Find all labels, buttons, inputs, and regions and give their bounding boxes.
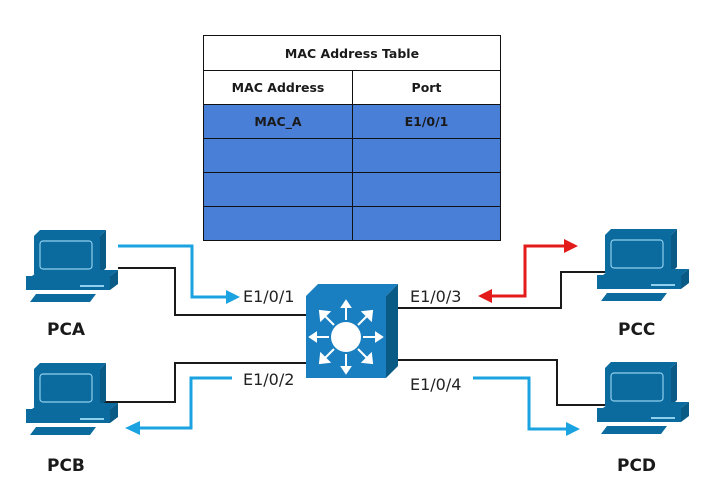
cell-mac [203, 206, 353, 241]
port-label-e1-0-1: E1/0/1 [243, 287, 295, 306]
cell-mac [203, 172, 353, 207]
host-label-pca: PCA [47, 320, 86, 340]
table-row [203, 138, 501, 173]
flow-arrow-pcd-out [473, 376, 580, 436]
pc-icon-pcc[interactable] [596, 228, 690, 302]
layer3-switch-icon[interactable] [306, 284, 398, 378]
host-label-pcb: PCB [47, 456, 85, 476]
cell-port [352, 206, 501, 241]
flow-arrow-pca-in [118, 244, 240, 304]
link-pca [118, 267, 306, 316]
column-header-port: Port [352, 70, 501, 105]
cell-mac: MAC_A [203, 104, 353, 139]
port-label-e1-0-4: E1/0/4 [410, 375, 462, 394]
mac-address-table: MAC Address Table MAC Address Port MAC_A… [203, 35, 501, 241]
link-pcb [95, 362, 306, 403]
flow-arrow-pcc-bidirectional [478, 239, 578, 303]
table-row: MAC_A E1/0/1 [203, 104, 501, 139]
cell-port: E1/0/1 [352, 104, 501, 139]
host-label-pcc: PCC [618, 320, 656, 340]
table-row [203, 172, 501, 207]
mac-table-title: MAC Address Table [203, 35, 501, 71]
cell-mac [203, 138, 353, 173]
table-row [203, 206, 501, 241]
cell-port [352, 138, 501, 173]
link-pcd [398, 359, 615, 406]
link-pcc [398, 271, 618, 309]
port-label-e1-0-3: E1/0/3 [410, 287, 462, 306]
port-label-e1-0-2: E1/0/2 [243, 370, 295, 389]
cell-port [352, 172, 501, 207]
column-header-mac-address: MAC Address [203, 70, 353, 105]
pc-icon-pcd[interactable] [596, 361, 690, 435]
pc-icon-pcb[interactable] [25, 362, 119, 436]
host-label-pcd: PCD [617, 456, 657, 476]
flow-arrow-pcb-out [125, 376, 232, 435]
pc-icon-pca[interactable] [25, 229, 119, 303]
